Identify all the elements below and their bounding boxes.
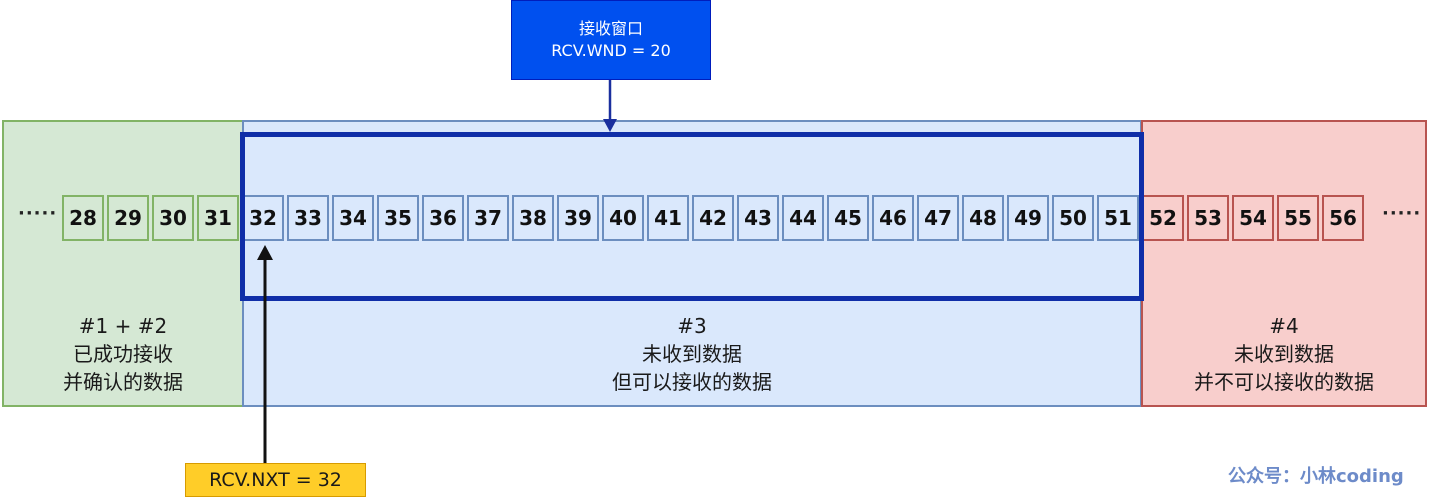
byte-cell-29: 29 [107, 195, 149, 241]
acceptable-region-caption: #3 未收到数据 但可以接收的数据 [242, 312, 1142, 396]
receive-window-label: 接收窗口 RCV.WND = 20 [511, 0, 711, 80]
received-and-acked-region [2, 120, 244, 407]
byte-cell-54: 54 [1232, 195, 1274, 241]
byte-cell-56: 56 [1322, 195, 1364, 241]
byte-cell-31: 31 [197, 195, 239, 241]
byte-cell-44: 44 [782, 195, 824, 241]
byte-cell-39: 39 [557, 195, 599, 241]
byte-cell-49: 49 [1007, 195, 1049, 241]
caption-line: 已成功接收 [73, 342, 173, 366]
byte-cell-48: 48 [962, 195, 1004, 241]
byte-cell-41: 41 [647, 195, 689, 241]
window-label-value: RCV.WND = 20 [551, 41, 671, 60]
byte-cell-35: 35 [377, 195, 419, 241]
byte-cell-52: 52 [1142, 195, 1184, 241]
byte-cell-40: 40 [602, 195, 644, 241]
caption-line: 未收到数据 [1234, 342, 1334, 366]
window-label-title: 接收窗口 [578, 19, 643, 38]
acceptable-region [242, 120, 1142, 407]
caption-line: #4 [1269, 314, 1299, 338]
byte-cell-55: 55 [1277, 195, 1319, 241]
byte-cell-28: 28 [62, 195, 104, 241]
byte-cell-53: 53 [1187, 195, 1229, 241]
byte-cell-43: 43 [737, 195, 779, 241]
not-acceptable-region [1141, 120, 1427, 407]
rcv-nxt-label: RCV.NXT = 32 [185, 463, 366, 497]
caption-line: 并确认的数据 [63, 370, 183, 394]
byte-cell-47: 47 [917, 195, 959, 241]
not-acceptable-region-caption: #4 未收到数据 并不可以接收的数据 [1141, 312, 1427, 396]
byte-cell-30: 30 [152, 195, 194, 241]
caption-line: #3 [677, 314, 707, 338]
receive-window-frame [240, 132, 1144, 301]
caption-line: #1 + #2 [78, 314, 168, 338]
byte-cell-32: 32 [242, 195, 284, 241]
ellipsis-right: ····· [1382, 203, 1422, 224]
caption-line: 但可以接收的数据 [612, 370, 772, 394]
byte-cell-46: 46 [872, 195, 914, 241]
watermark-text: 公众号：小林coding [1228, 466, 1404, 487]
byte-cell-45: 45 [827, 195, 869, 241]
byte-cell-34: 34 [332, 195, 374, 241]
caption-line: 并不可以接收的数据 [1194, 370, 1374, 394]
byte-cell-36: 36 [422, 195, 464, 241]
caption-line: 未收到数据 [642, 342, 742, 366]
byte-cell-33: 33 [287, 195, 329, 241]
byte-cell-42: 42 [692, 195, 734, 241]
byte-cell-37: 37 [467, 195, 509, 241]
byte-cell-50: 50 [1052, 195, 1094, 241]
byte-cell-38: 38 [512, 195, 554, 241]
byte-cell-51: 51 [1097, 195, 1139, 241]
received-region-caption: #1 + #2 已成功接收 并确认的数据 [2, 312, 244, 396]
ellipsis-left: ····· [18, 203, 58, 224]
